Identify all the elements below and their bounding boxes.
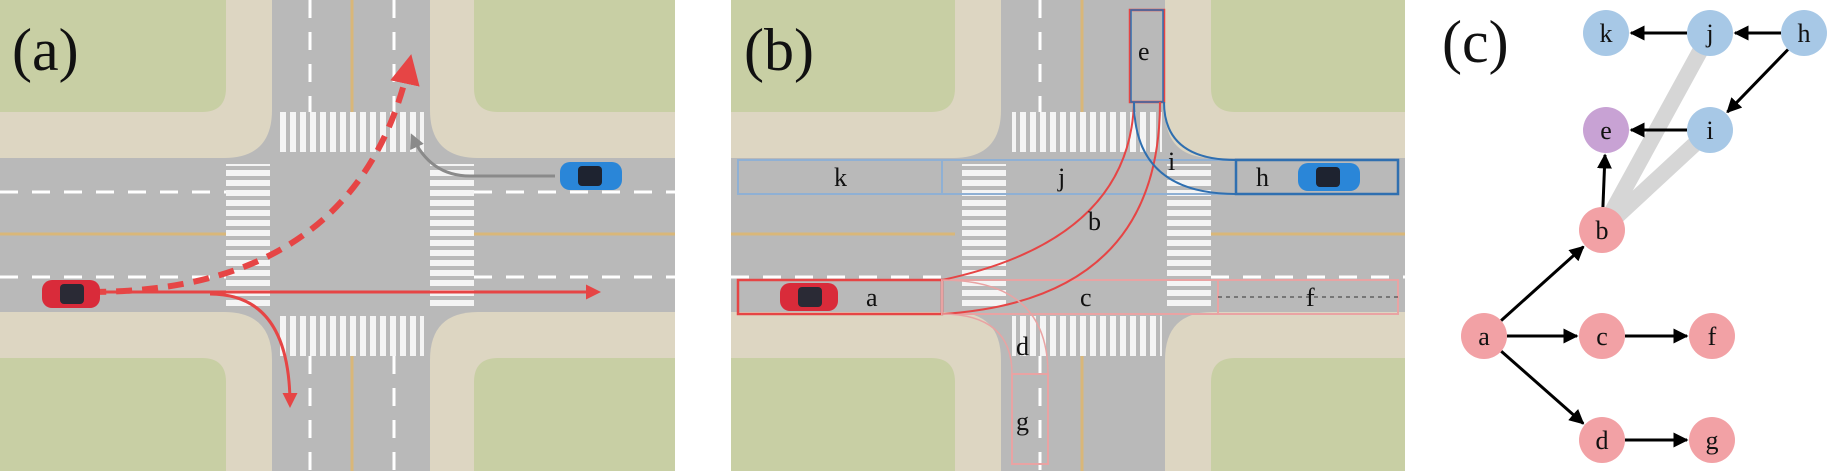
- corner-block-bottom-left-b: [731, 312, 1001, 471]
- crosswalk-west-b: [962, 164, 1006, 308]
- segment-path-b-outer: [941, 101, 1135, 281]
- panel-c-graph: (c) k j h e i b a c f d g: [1442, 9, 1827, 463]
- segment-label-c: c: [1080, 283, 1092, 312]
- crosswalk-south-b: [1012, 316, 1162, 356]
- node-label-g: g: [1706, 426, 1719, 455]
- node-g: [1689, 417, 1735, 463]
- node-a: [1461, 313, 1507, 359]
- panel-a-label: (a): [12, 17, 79, 83]
- node-label-i: i: [1706, 116, 1713, 145]
- crosswalk-west: [226, 164, 270, 308]
- blue-car: [560, 162, 622, 190]
- center-lines-b: [731, 0, 1405, 471]
- panel-b-segments: e k j i h b a c f d g (b): [731, 0, 1405, 471]
- segment-label-k: k: [834, 163, 847, 192]
- corner-block-top-right: [430, 0, 675, 158]
- node-label-f: f: [1708, 322, 1717, 351]
- node-label-k: k: [1600, 19, 1613, 48]
- conflict-link-b-i: [1594, 122, 1718, 238]
- crosswalk-east: [430, 164, 474, 308]
- graph-edges: [1500, 25, 1790, 448]
- node-d: [1579, 417, 1625, 463]
- segment-label-f: f: [1306, 283, 1315, 312]
- segment-path-i-inner: [1133, 101, 1237, 195]
- lane-markings: [0, 0, 675, 471]
- segment-box-h: [1234, 158, 1400, 196]
- edge-b-e: [1596, 153, 1612, 208]
- node-label-e: e: [1600, 116, 1612, 145]
- red-car: [42, 280, 100, 308]
- panel-b-label: (b): [744, 17, 814, 83]
- lane-markings-b: [731, 0, 1405, 471]
- node-f: [1689, 313, 1735, 359]
- edge-a-d: [1500, 350, 1585, 425]
- crosswalk-east-b: [1167, 164, 1211, 308]
- node-c: [1579, 313, 1625, 359]
- segment-path-b-inner: [941, 101, 1161, 315]
- right-turn-path: [209, 292, 298, 408]
- node-k: [1583, 10, 1629, 56]
- segment-label-a: a: [866, 283, 878, 312]
- corner-block-top-left: [0, 0, 272, 158]
- segment-label-g: g: [1016, 407, 1029, 436]
- left-turn-path: [89, 54, 420, 295]
- panel-a-intersection: (a): [0, 0, 675, 471]
- crosswalk-south: [280, 316, 424, 356]
- corner-block-top-right-b: [1165, 0, 1405, 158]
- node-label-j: j: [1705, 19, 1713, 48]
- corner-block-bottom-right-b: [1165, 312, 1405, 471]
- segment-label-d: d: [1016, 332, 1029, 361]
- crosswalk-north: [280, 112, 424, 152]
- edge-a-b: [1500, 245, 1585, 322]
- node-h: [1781, 10, 1827, 56]
- corner-block-bottom-right: [430, 312, 675, 471]
- segment-path-d-inner: [941, 313, 1013, 375]
- node-j: [1687, 10, 1733, 56]
- graph-nodes: k j h e i b a c f d g: [1461, 10, 1827, 463]
- node-label-b: b: [1596, 216, 1609, 245]
- segment-box-g: [1011, 373, 1049, 465]
- node-label-a: a: [1478, 322, 1490, 351]
- edge-h-i: [1726, 48, 1790, 114]
- panel-c-label: (c): [1442, 9, 1509, 75]
- node-label-h: h: [1798, 19, 1811, 48]
- corner-block-bottom-left: [0, 312, 272, 471]
- segment-label-h: h: [1256, 163, 1269, 192]
- segment-label-i: i: [1168, 147, 1175, 176]
- segment-label-e: e: [1138, 37, 1150, 66]
- node-e: [1583, 107, 1629, 153]
- center-lines: [0, 0, 675, 471]
- red-car-b: [780, 283, 838, 311]
- segment-path-d-outer: [941, 279, 1049, 375]
- node-b: [1579, 207, 1625, 253]
- segment-path-i-outer: [1163, 101, 1237, 161]
- crosswalk-north-b: [1012, 112, 1162, 152]
- corner-block-top-left-b: [731, 0, 1001, 158]
- segment-label-j: j: [1057, 163, 1065, 192]
- blue-car-b: [1298, 163, 1360, 191]
- segment-label-b: b: [1088, 207, 1101, 236]
- segment-box-e-inner: [1130, 9, 1164, 103]
- node-label-c: c: [1596, 322, 1608, 351]
- node-i: [1687, 107, 1733, 153]
- node-label-d: d: [1596, 426, 1609, 455]
- oncoming-path: [410, 133, 555, 178]
